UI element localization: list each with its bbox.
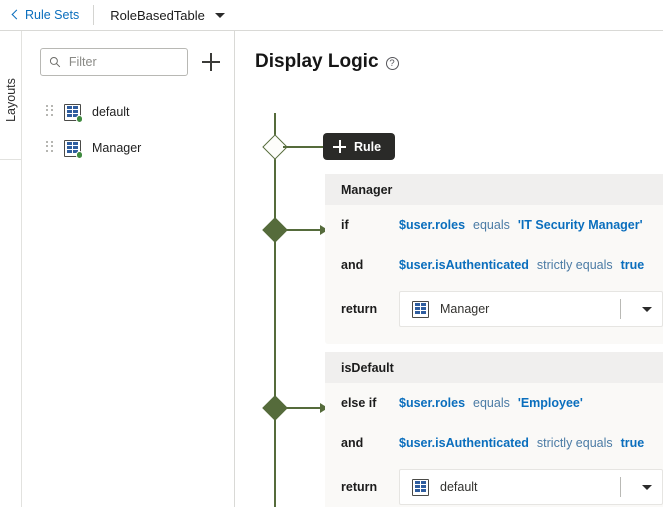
back-link-label: Rule Sets (25, 8, 80, 22)
condition-variable[interactable]: $user.roles (399, 396, 466, 410)
search-box[interactable] (40, 48, 188, 76)
current-ruleset-label: RoleBasedTable (110, 7, 205, 23)
condition-expression: $user.roles equals 'Employee' (399, 396, 583, 410)
flow-connector-rule-2 (283, 407, 321, 409)
condition-variable[interactable]: $user.isAuthenticated (399, 258, 529, 272)
layouts-panel: default Manager (22, 31, 235, 507)
condition-row[interactable]: if $user.roles equals 'IT Security Manag… (325, 205, 663, 245)
condition-value[interactable]: true (620, 258, 645, 272)
search-input[interactable] (68, 55, 179, 69)
chevron-down-icon (214, 12, 225, 18)
flow-arrow-rule-2 (320, 403, 328, 413)
help-circle-icon[interactable]: ? (385, 57, 399, 70)
condition-variable[interactable]: $user.roles (399, 218, 466, 232)
display-logic-canvas: Display Logic ? Rule Manager if $user.ro… (236, 31, 663, 507)
plus-icon (333, 140, 346, 153)
select-divider (620, 477, 621, 497)
condition-expression: $user.isAuthenticated strictly equals tr… (399, 258, 644, 272)
condition-keyword: else if (341, 396, 377, 410)
rule-name: isDefault (341, 360, 394, 375)
list-item[interactable]: Manager (22, 130, 234, 166)
list-item-label: Manager (92, 141, 142, 155)
rule-card: isDefault else if $user.roles equals 'Em… (325, 352, 663, 507)
return-row: return default (325, 463, 663, 507)
back-to-rule-sets-link[interactable]: Rule Sets (11, 8, 80, 22)
vertical-tab-strip: Layouts (0, 31, 22, 507)
condition-operator[interactable]: equals (473, 218, 510, 232)
table-layout-icon (412, 478, 429, 496)
rule-card-header[interactable]: isDefault (325, 352, 663, 383)
layout-list: default Manager (22, 94, 234, 166)
table-layout-icon (64, 103, 83, 123)
list-item[interactable]: default (22, 94, 234, 130)
flow-connector-rule-1 (283, 229, 321, 231)
add-layout-button[interactable] (201, 52, 221, 72)
condition-operator[interactable]: equals (473, 396, 510, 410)
filter-toolbar (22, 31, 234, 76)
condition-keyword: and (341, 436, 364, 450)
return-row: return Manager (325, 285, 663, 333)
rule-card: Manager if $user.roles equals 'IT Securi… (325, 174, 663, 344)
chevron-down-icon[interactable] (632, 306, 662, 312)
condition-value[interactable]: 'Employee' (517, 396, 583, 410)
flow-arrow-rule-1 (320, 225, 328, 235)
table-layout-icon (412, 300, 429, 318)
return-keyword: return (341, 480, 378, 494)
condition-value[interactable]: 'IT Security Manager' (517, 218, 643, 232)
list-item-label: default (92, 105, 130, 119)
drag-handle-icon[interactable] (46, 104, 53, 120)
top-breadcrumb-bar: Rule Sets RoleBasedTable (0, 0, 663, 31)
condition-expression: $user.isAuthenticated strictly equals tr… (399, 436, 644, 450)
flow-connector-start (283, 146, 323, 148)
condition-row[interactable]: and $user.isAuthenticated strictly equal… (325, 245, 663, 285)
chevron-down-icon[interactable] (632, 484, 662, 490)
rule-card-header[interactable]: Manager (325, 174, 663, 205)
current-ruleset-selector[interactable]: RoleBasedTable (110, 8, 225, 23)
flow-rail (274, 113, 276, 507)
condition-variable[interactable]: $user.isAuthenticated (399, 436, 529, 450)
drag-handle-icon[interactable] (46, 140, 53, 156)
search-icon (49, 56, 61, 68)
table-layout-icon (64, 139, 83, 159)
return-layout-value: default (440, 480, 478, 494)
page-title: Display Logic (255, 51, 379, 72)
return-layout-select[interactable]: Manager (399, 291, 663, 327)
return-keyword: return (341, 302, 378, 316)
add-rule-label: Rule (354, 139, 382, 154)
chevron-left-icon (11, 9, 22, 20)
page-title-row: Display Logic ? (236, 31, 663, 73)
condition-value[interactable]: true (620, 436, 645, 450)
condition-keyword: if (341, 218, 349, 232)
select-divider (620, 299, 621, 319)
condition-operator[interactable]: strictly equals (536, 436, 613, 450)
add-rule-button[interactable]: Rule (323, 133, 396, 160)
breadcrumb-divider (93, 5, 95, 25)
tab-layouts[interactable]: Layouts (4, 78, 18, 122)
condition-row[interactable]: else if $user.roles equals 'Employee' (325, 383, 663, 423)
condition-operator[interactable]: strictly equals (536, 258, 613, 272)
condition-keyword: and (341, 258, 364, 272)
return-layout-value: Manager (440, 302, 490, 316)
rule-name: Manager (341, 182, 393, 197)
return-layout-select[interactable]: default (399, 469, 663, 505)
condition-expression: $user.roles equals 'IT Security Manager' (399, 218, 643, 232)
tabstrip-divider (0, 159, 22, 160)
condition-row[interactable]: and $user.isAuthenticated strictly equal… (325, 423, 663, 463)
